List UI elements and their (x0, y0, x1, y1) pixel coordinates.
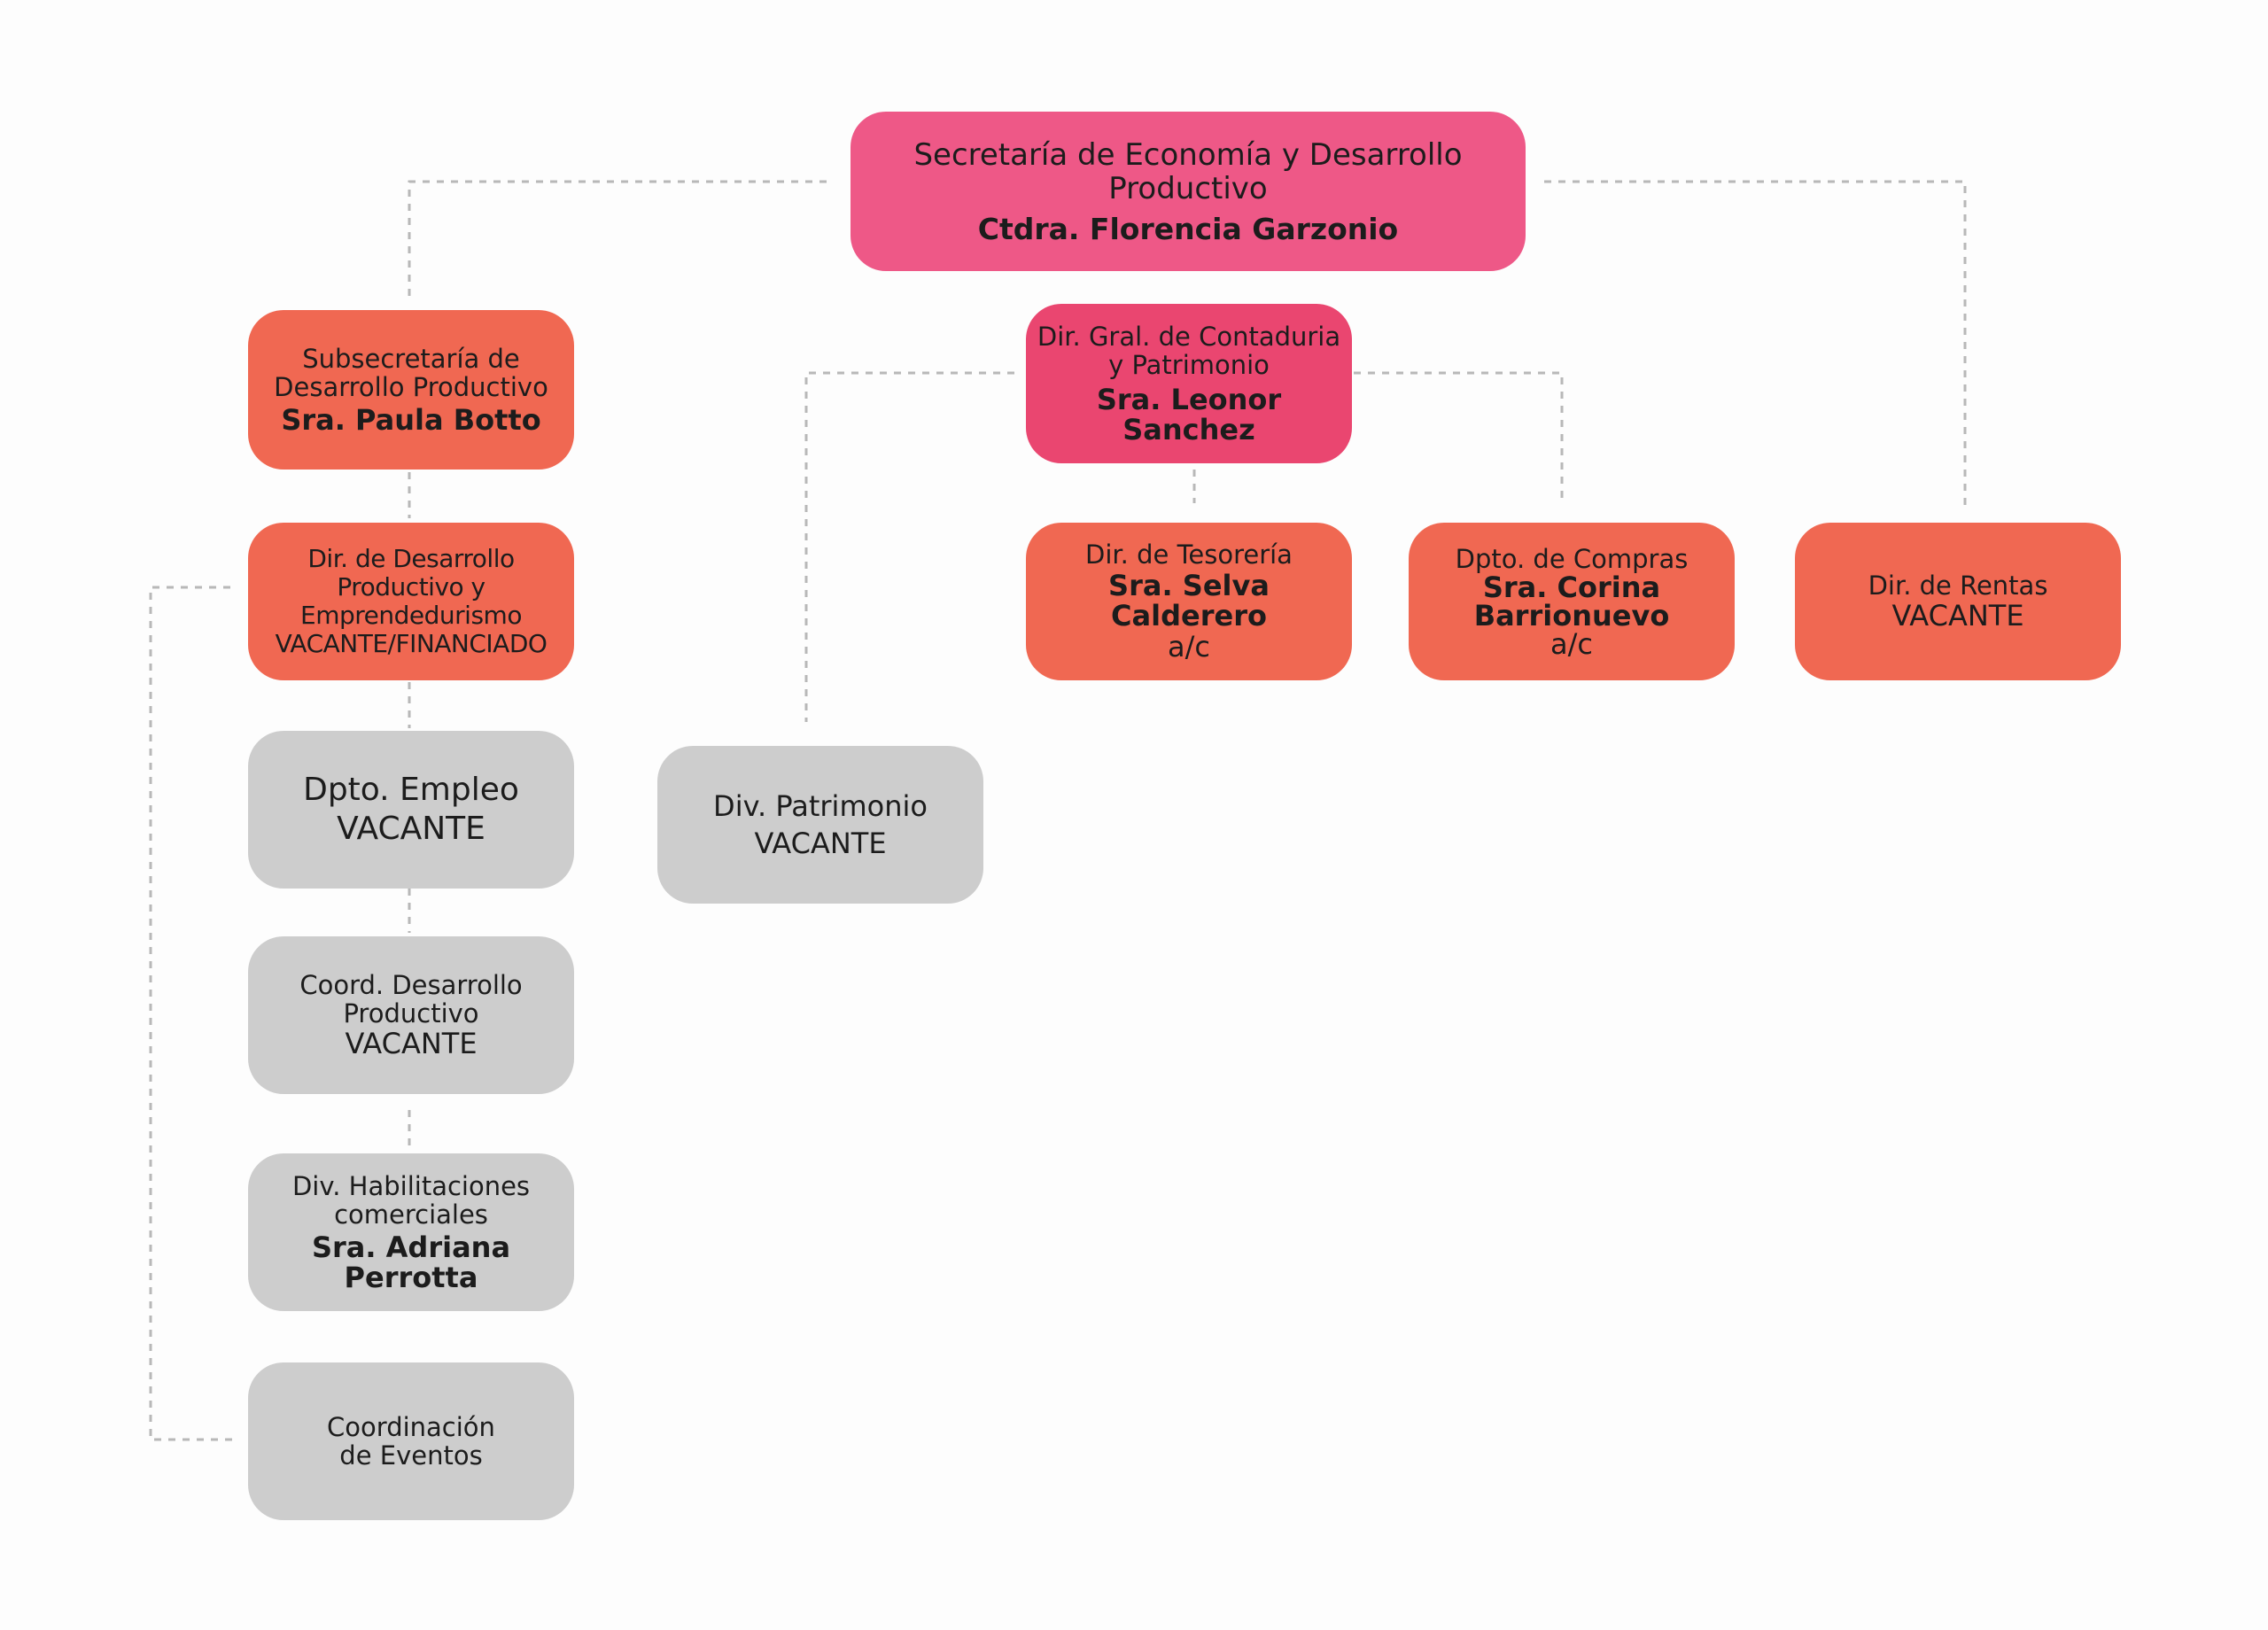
org-box-note: a/c (1550, 627, 1593, 661)
org-box-title: Dir. de Rentas (1868, 570, 2048, 601)
org-box-dpto-empleo: Dpto. Empleo VACANTE (248, 731, 574, 889)
org-box-dir-rentas: Dir. de Rentas VACANTE (1795, 523, 2121, 680)
org-box-title: Coord. Desarrollo Productivo (299, 970, 523, 1028)
org-box-title: Dir. de Tesorería (1085, 539, 1293, 570)
connector-root-to-rentas (1544, 180, 1967, 509)
org-box-title: Dir. de Desarrollo Productivo y Emprende… (275, 544, 548, 658)
org-box-coord-eventos: Coordinación de Eventos (248, 1362, 574, 1520)
org-box-dir-contaduria: Dir. Gral. de Contaduria y Patrimonio Sr… (1026, 304, 1352, 463)
org-box-div-habilitaciones: Div. Habilitaciones comerciales Sra. Adr… (248, 1153, 574, 1311)
org-box-status: VACANTE (754, 827, 887, 860)
org-box-name: Sra. Leonor Sanchez (1096, 383, 1282, 446)
connector-dir-desarrollo-to-eventos (149, 586, 237, 1441)
org-box-coord-desarrollo: Coord. Desarrollo Productivo VACANTE (248, 936, 574, 1094)
org-box-name: Ctdra. Florencia Garzonio (977, 212, 1399, 246)
org-box-title: Dpto. de Compras (1455, 544, 1689, 574)
org-box-name: Sra. Paula Botto (281, 403, 541, 437)
org-box-status: VACANTE (345, 1027, 478, 1060)
org-box-dpto-compras: Dpto. de Compras Sra. Corina Barrionuevo… (1409, 523, 1735, 680)
org-box-title: Secretaría de Economía y Desarrollo Prod… (913, 137, 1463, 206)
org-box-name: Sra. Adriana Perrotta (311, 1230, 511, 1294)
org-box-note: a/c (1168, 630, 1210, 664)
org-box-title: Subsecretaría de Desarrollo Productivo (274, 344, 548, 402)
org-box-dir-tesoreria: Dir. de Tesorería Sra. Selva Calderero a… (1026, 523, 1352, 680)
connector-contaduria-to-compras (1354, 371, 1564, 501)
org-box-div-patrimonio: Div. Patrimonio VACANTE (657, 746, 983, 904)
org-box-title: Coordinación de Eventos (327, 1412, 495, 1471)
org-box-title: Dir. Gral. de Contaduria y Patrimonio (1037, 322, 1341, 380)
connector-root-to-subsecretaria (408, 180, 827, 301)
org-box-secretaria: Secretaría de Economía y Desarrollo Prod… (850, 112, 1526, 271)
org-box-name: Sra. Corina Barrionuevo (1473, 570, 1670, 633)
org-box-name: Sra. Selva Calderero (1108, 569, 1270, 633)
org-box-subsecretaria: Subsecretaría de Desarrollo Productivo S… (248, 310, 574, 470)
connector-contaduria-to-patrimonio (804, 371, 1014, 722)
org-box-status: VACANTE (1891, 599, 2024, 633)
org-box-status: VACANTE (337, 811, 485, 847)
org-box-title: Div. Patrimonio (713, 789, 928, 823)
org-box-dir-desarrollo: Dir. de Desarrollo Productivo y Emprende… (248, 523, 574, 680)
org-box-title: Div. Habilitaciones comerciales (291, 1171, 531, 1230)
org-box-title: Dpto. Empleo (303, 772, 519, 808)
